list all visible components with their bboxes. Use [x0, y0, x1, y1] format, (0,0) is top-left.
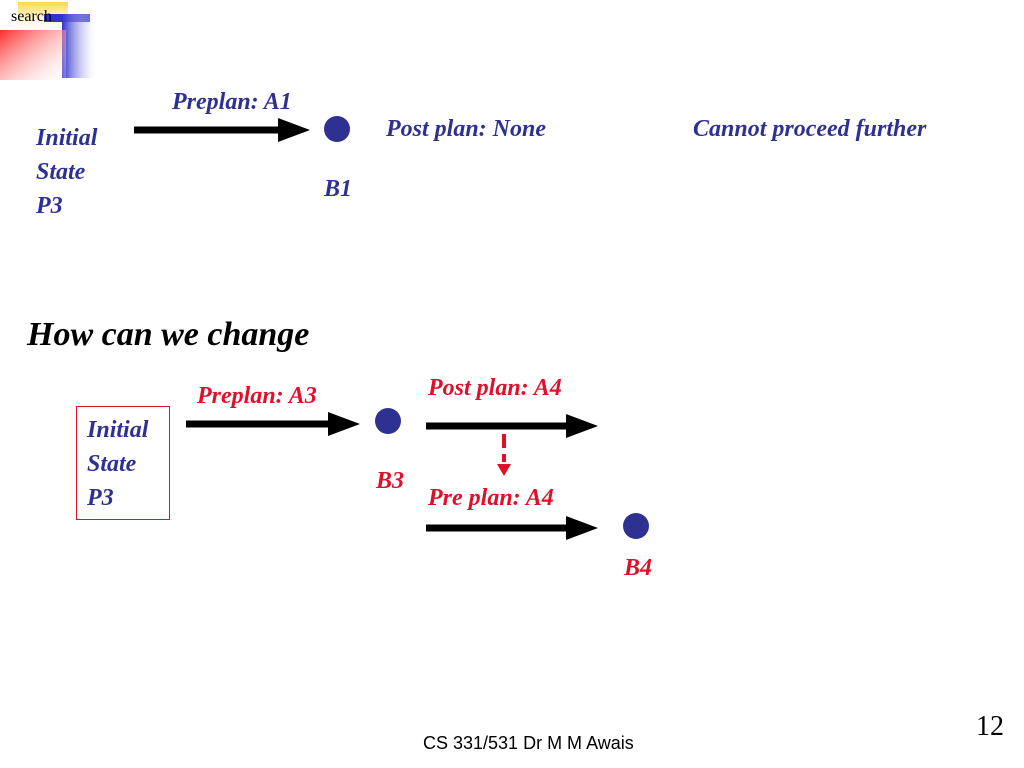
dashed-down-arrow — [497, 434, 511, 476]
bottom-node-b4 — [623, 513, 649, 539]
bottom-initial-state-line: Initial — [87, 417, 149, 443]
pre-plan-arrow — [426, 516, 598, 540]
bottom-node-b3 — [375, 408, 401, 434]
post-plan-label: Post plan: A4 — [428, 375, 562, 401]
pre-plan-label: Pre plan: A4 — [428, 485, 554, 511]
search-link[interactable]: search — [11, 8, 52, 25]
bottom-initial-state-line: P3 — [87, 485, 114, 511]
bottom-initial-state: Initial State P3 — [76, 406, 170, 520]
top-note: Cannot proceed further — [693, 116, 927, 142]
top-arrow — [134, 118, 310, 142]
post-plan-arrow — [426, 414, 598, 438]
top-initial-state-line: Initial — [36, 125, 98, 151]
top-initial-state-line: P3 — [36, 193, 63, 219]
corner-logo-graphic — [0, 2, 96, 80]
section-heading: How can we change — [27, 316, 310, 353]
top-initial-state-line: State — [36, 159, 86, 185]
corner-logo — [0, 0, 100, 80]
top-node-label: B1 — [324, 176, 353, 202]
bottom-arrow1-label: Preplan: A3 — [197, 383, 317, 409]
bottom-node1-label: B3 — [376, 468, 405, 494]
footer-credit: CS 331/531 Dr M M Awais — [423, 733, 634, 753]
bottom-node2-label: B4 — [624, 555, 653, 581]
top-arrow-label: Preplan: A1 — [172, 89, 292, 115]
top-node-b1 — [324, 116, 350, 142]
top-post-plan: Post plan: None — [386, 116, 547, 142]
top-initial-state: Initial State P3 — [36, 121, 97, 223]
bottom-arrow1 — [186, 412, 360, 436]
bottom-initial-state-line: State — [87, 451, 137, 477]
page-number: 12 — [976, 711, 1004, 742]
